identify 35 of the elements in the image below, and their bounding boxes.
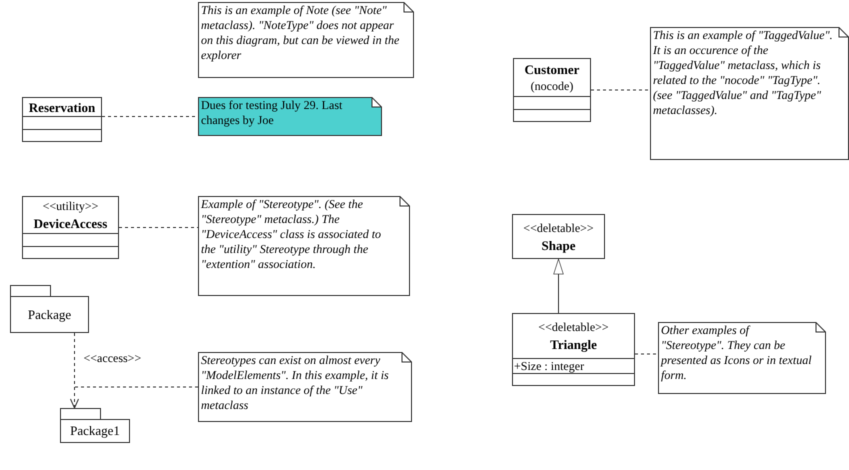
stereotype-label: <<deletable>> — [538, 319, 609, 336]
class-name: Triangle — [550, 336, 597, 353]
class-name: Shape — [542, 236, 576, 254]
note-box — [650, 27, 849, 160]
package-shape — [60, 408, 130, 443]
dependency-arrow — [70, 332, 79, 408]
class-box — [513, 58, 591, 122]
stereotype-label: <<utility>> — [42, 198, 98, 215]
note-text: This is an example of "TaggedValue". It is an occurence of the "TaggedValue" metaclass, which is related to the "nocode" "TagType". (see "TaggedValue" and "TagType" metaclasses). — [652, 27, 834, 118]
note-text: Dues for testing July 29. Last changes by Joe — [200, 97, 344, 128]
class-name: Customer — [524, 60, 580, 78]
stereotype-label: <<deletable>> — [523, 220, 594, 236]
package-shape — [10, 285, 89, 333]
attribute-text: +Size : integer — [513, 359, 586, 373]
package-name: Package1 — [70, 422, 120, 440]
generalization-arrow — [553, 258, 564, 314]
note-box — [198, 2, 414, 78]
note-text: Example of "Stereotype". (See the "Stereotype" metaclass.) The "DeviceAccess" class is associated to the "utility" Stereotype through the "extention" association. — [200, 196, 382, 272]
connector-line — [118, 227, 198, 228]
note-box — [658, 322, 826, 394]
note-text: This is an example of Note (see "Note" metaclass). "NoteType" does not appear on this diagram, but can be viewed in the explorer — [200, 2, 400, 63]
note-box — [198, 97, 382, 136]
class-box — [22, 196, 119, 259]
class-box — [512, 214, 605, 259]
class-name: Reservation — [28, 98, 96, 116]
note-box — [198, 352, 412, 422]
note-text: Stereotypes can exist on almost every "ModelElements". In this example, it is linked to an instance of the "Use" metaclass — [200, 352, 390, 413]
note-box — [198, 196, 410, 296]
class-name: DeviceAccess — [34, 215, 108, 232]
class-box — [512, 313, 635, 386]
connector-line — [74, 386, 198, 388]
package-name: Package — [28, 306, 72, 324]
note-text: Other examples of "Stereotype". They can be presented as Icons or in textual form. — [659, 322, 813, 383]
class-box — [22, 97, 102, 142]
tagged-value: (nocode) — [530, 78, 574, 94]
